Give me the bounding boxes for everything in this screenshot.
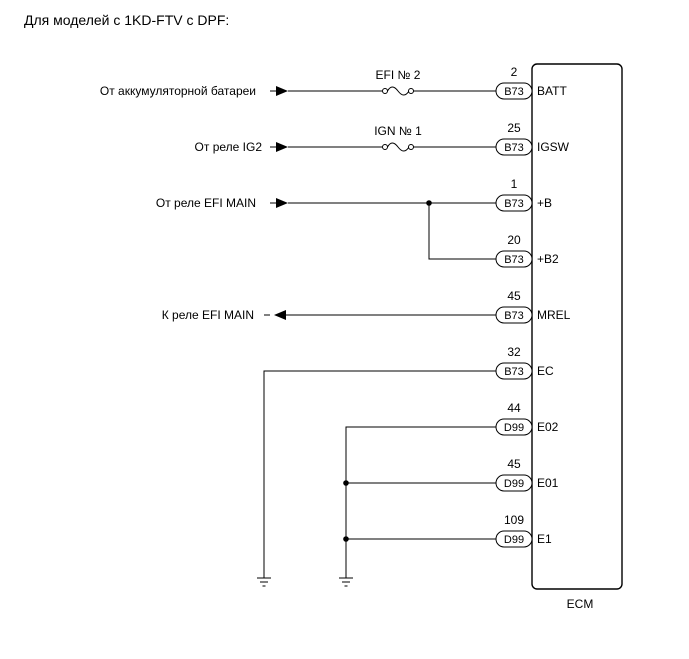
arrow-in-battery-icon: [270, 86, 288, 96]
dest-efi-main-label: К реле EFI MAIN: [162, 308, 254, 322]
connector-code: B73: [504, 86, 524, 98]
pin-number: 25: [507, 121, 521, 135]
connector-oval: [495, 362, 533, 380]
connector-code: B73: [504, 254, 524, 266]
terminal-name: EC: [537, 364, 554, 378]
connector-code: B73: [504, 366, 524, 378]
connector-code: D99: [504, 478, 524, 490]
pin-number: 44: [507, 401, 521, 415]
terminal-name: BATT: [537, 84, 567, 98]
source-ig2-label: От реле IG2: [195, 140, 263, 154]
connector-oval: [495, 418, 533, 436]
connector-oval: [495, 194, 533, 212]
terminal-name: IGSW: [537, 140, 570, 154]
pin-number: 32: [507, 345, 521, 359]
connector-code: D99: [504, 534, 524, 546]
connector-code: D99: [504, 422, 524, 434]
pin-number: 45: [507, 457, 521, 471]
connector-code: B73: [504, 198, 524, 210]
terminal-name: +B2: [537, 252, 559, 266]
page-title: Для моделей с 1KD-FTV с DPF:: [24, 12, 230, 28]
arrow-in-efi-main-icon: [270, 198, 288, 208]
connector-oval: [495, 82, 533, 100]
source-efi-main-label: От реле EFI MAIN: [156, 196, 256, 210]
wire-b: [288, 200, 496, 260]
source-battery-label: От аккумуляторной батареи: [100, 84, 256, 98]
terminal-name: MREL: [537, 308, 571, 322]
connector-oval: [495, 474, 533, 492]
connector-oval: [495, 250, 533, 268]
terminal-name: +B: [537, 196, 552, 210]
ecm-label: ECM: [567, 597, 594, 611]
fuse-ign-label: IGN № 1: [374, 124, 422, 138]
terminal-name: E02: [537, 420, 559, 434]
terminal-name: E01: [537, 476, 559, 490]
ground-icon: [339, 577, 353, 587]
ecm-box: [531, 63, 623, 590]
wire-igsw: [288, 142, 496, 152]
terminal-name: E1: [537, 532, 552, 546]
wire-batt: [288, 86, 496, 96]
connector-code: B73: [504, 142, 524, 154]
wire-e-ground: [343, 426, 496, 578]
fuse-efi-label: EFI № 2: [376, 68, 421, 82]
pin-number: 109: [504, 513, 524, 527]
arrow-out-efi-main-icon: [264, 310, 286, 320]
ground-icon: [257, 577, 271, 587]
pin-number: 2: [511, 65, 518, 79]
connector-code: B73: [504, 310, 524, 322]
connector-oval: [495, 306, 533, 324]
connector-oval: [495, 138, 533, 156]
wire-ec: [263, 370, 496, 578]
pin-number: 1: [511, 177, 518, 191]
pin-number: 20: [507, 233, 521, 247]
arrow-in-ig2-icon: [270, 142, 288, 152]
connector-oval: [495, 530, 533, 548]
pin-number: 45: [507, 289, 521, 303]
